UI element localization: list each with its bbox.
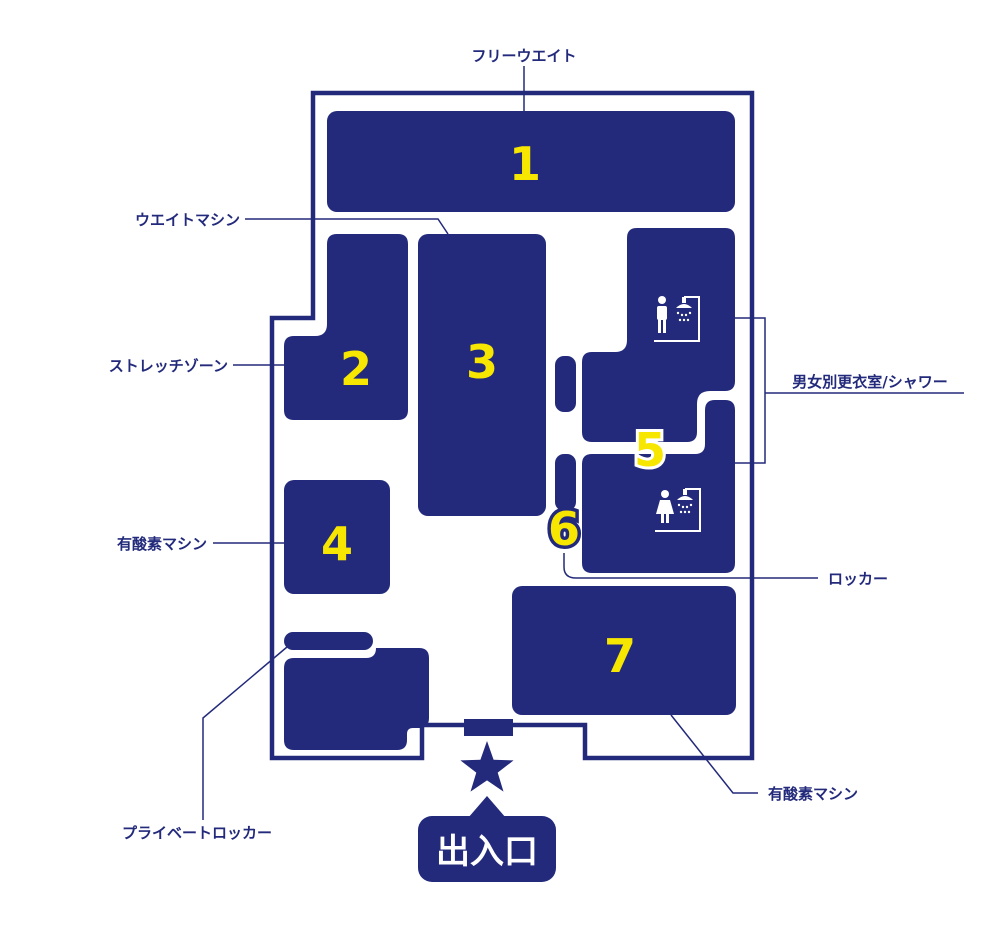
- leader-weight-machine: [245, 218, 449, 235]
- label-free-weight: フリーウエイト: [471, 47, 576, 65]
- private-locker-block: [284, 648, 429, 750]
- zone-5-number: 5: [634, 423, 666, 477]
- zone-1-number: 1: [509, 137, 541, 191]
- leader-locker-room: [735, 317, 964, 464]
- zone-4-number: 4: [321, 517, 353, 571]
- zone-1-block: [327, 111, 735, 212]
- entrance-label: 出入口: [436, 832, 538, 872]
- zone-7-block: [512, 586, 736, 715]
- star-icon: [460, 741, 514, 792]
- zone-6-number: 6: [548, 502, 580, 556]
- label-locker-room-shower: 男女別更衣室/シャワー: [792, 373, 947, 391]
- zone-2-block: [284, 234, 408, 420]
- zone-6-locker-lower: [555, 454, 576, 511]
- label-aerobic-right: 有酸素マシン: [768, 785, 858, 803]
- private-locker-strip: [284, 632, 373, 650]
- label-weight-machine: ウエイトマシン: [135, 211, 240, 229]
- label-aerobic-left: 有酸素マシン: [117, 535, 207, 553]
- zone-7-number: 7: [604, 629, 636, 683]
- label-private-locker: プライベートロッカー: [122, 824, 272, 842]
- zone-2-number: 2: [340, 342, 372, 396]
- label-locker: ロッカー: [828, 570, 888, 588]
- leader-aerobic-right: [670, 714, 758, 794]
- zone-4-block: [284, 480, 390, 594]
- entrance-door: [464, 719, 513, 736]
- entrance-badge: [418, 816, 556, 882]
- leader-private-locker: [202, 646, 288, 820]
- zone-5-lower-block: [582, 400, 735, 573]
- zone-5-upper-block: [582, 228, 735, 442]
- female-shower-icon: [655, 488, 701, 532]
- male-shower-icon: [654, 296, 700, 342]
- zone-3-block: [418, 234, 546, 516]
- leader-locker: [563, 553, 818, 579]
- entrance-pointer: [468, 796, 506, 818]
- label-stretch-zone: ストレッチゾーン: [109, 357, 228, 375]
- zone-3-number: 3: [466, 335, 498, 389]
- zone-6-locker-upper: [555, 356, 576, 412]
